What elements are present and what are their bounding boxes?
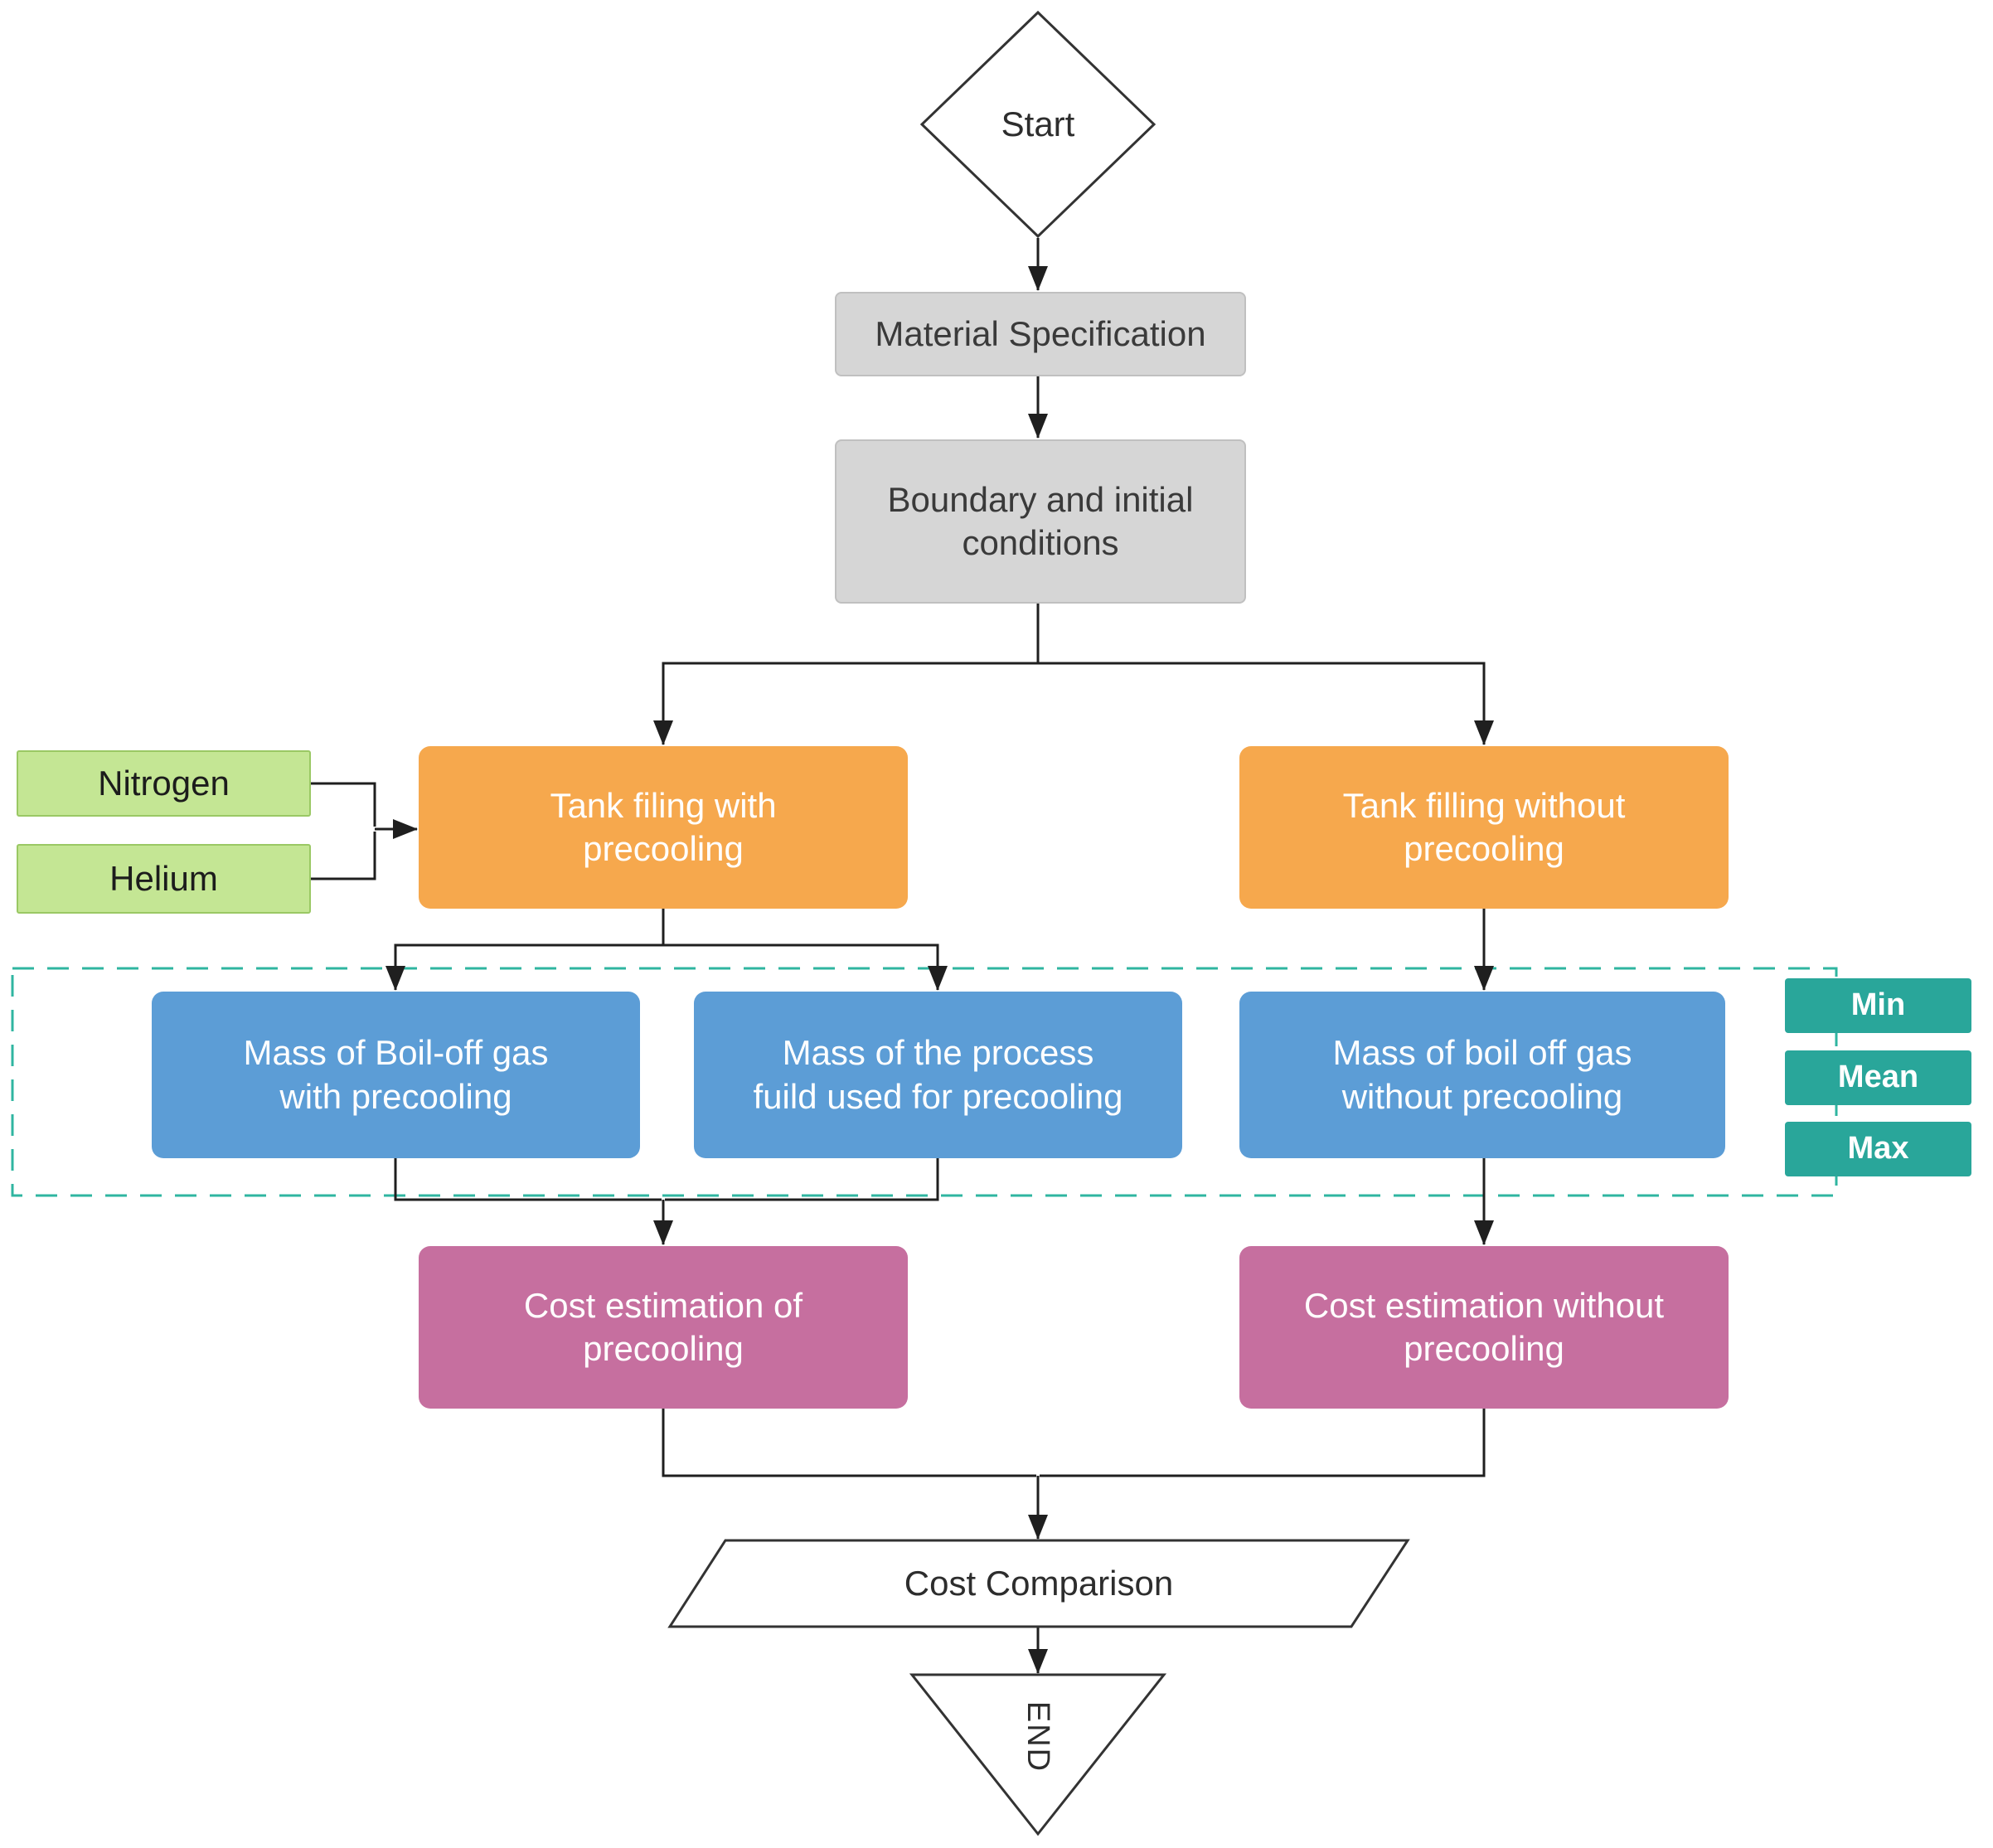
node-mass-boiloff-without-precooling: Mass of boil off gas without precooling <box>1239 992 1725 1158</box>
node-label: Helium <box>109 858 218 898</box>
node-label: Cost estimation without precooling <box>1303 1285 1665 1369</box>
node-cost-estimation-without-precooling: Cost estimation without precooling <box>1239 1246 1729 1409</box>
node-label: Mass of the process fuild used for preco… <box>753 1033 1123 1116</box>
connector-helium-junction <box>311 832 376 880</box>
start-node-label: Start <box>1001 104 1075 143</box>
node-label: Tank filling without precooling <box>1342 785 1626 869</box>
connector-costwith-join <box>662 1408 1036 1477</box>
node-label: Cost estimation of precooling <box>523 1285 803 1369</box>
node-label: Max <box>1847 1131 1909 1167</box>
node-label: Mass of Boil-off gas with precooling <box>243 1033 549 1116</box>
connector-costwithout-join <box>1040 1408 1486 1477</box>
node-tank-filling-with-precooling: Tank filing with precooling <box>419 746 908 909</box>
connector-tankwith-boiloff <box>386 909 665 991</box>
connectors <box>311 238 1494 1674</box>
connector-nitrogen-junction <box>311 782 376 827</box>
connector-boiloffwith-join <box>394 1158 662 1201</box>
node-label: Mass of boil off gas without precooling <box>1332 1033 1632 1116</box>
node-helium: Helium <box>17 844 311 914</box>
node-mass-process-fluid: Mass of the process fuild used for preco… <box>694 992 1182 1158</box>
start-shape <box>919 10 1157 239</box>
connector-boundary-tankwith <box>653 604 1040 745</box>
node-mass-boiloff-with-precooling: Mass of Boil-off gas with precooling <box>152 992 640 1158</box>
end-shape <box>909 1673 1167 1836</box>
cost-comparison-shape <box>667 1539 1410 1628</box>
node-label: Nitrogen <box>98 763 230 803</box>
connector-processfluid-join <box>665 1158 939 1201</box>
connector-boundary-tankwithout <box>1038 662 1494 745</box>
node-cost-estimation-with-precooling: Cost estimation of precooling <box>419 1246 908 1409</box>
cost-comparison-label: Cost Comparison <box>904 1564 1174 1603</box>
node-material-specification: Material Specification <box>835 292 1246 376</box>
statistics-region-outline <box>11 967 1838 1197</box>
connector-tankwith-processfluid <box>663 943 948 991</box>
node-boundary-conditions: Boundary and initial conditions <box>835 439 1246 604</box>
node-stat-mean: Mean <box>1785 1050 1971 1105</box>
end-node-label: END <box>1021 1700 1056 1773</box>
node-nitrogen: Nitrogen <box>17 750 311 817</box>
node-label: Mean <box>1837 1060 1919 1095</box>
node-label: Tank filing with precooling <box>550 785 777 869</box>
node-label: Min <box>1850 987 1906 1023</box>
node-stat-max: Max <box>1785 1122 1971 1176</box>
node-tank-filling-without-precooling: Tank filling without precooling <box>1239 746 1729 909</box>
node-label: Material Specification <box>875 313 1206 353</box>
node-label: Boundary and initial conditions <box>887 479 1194 563</box>
node-stat-min: Min <box>1785 978 1971 1033</box>
